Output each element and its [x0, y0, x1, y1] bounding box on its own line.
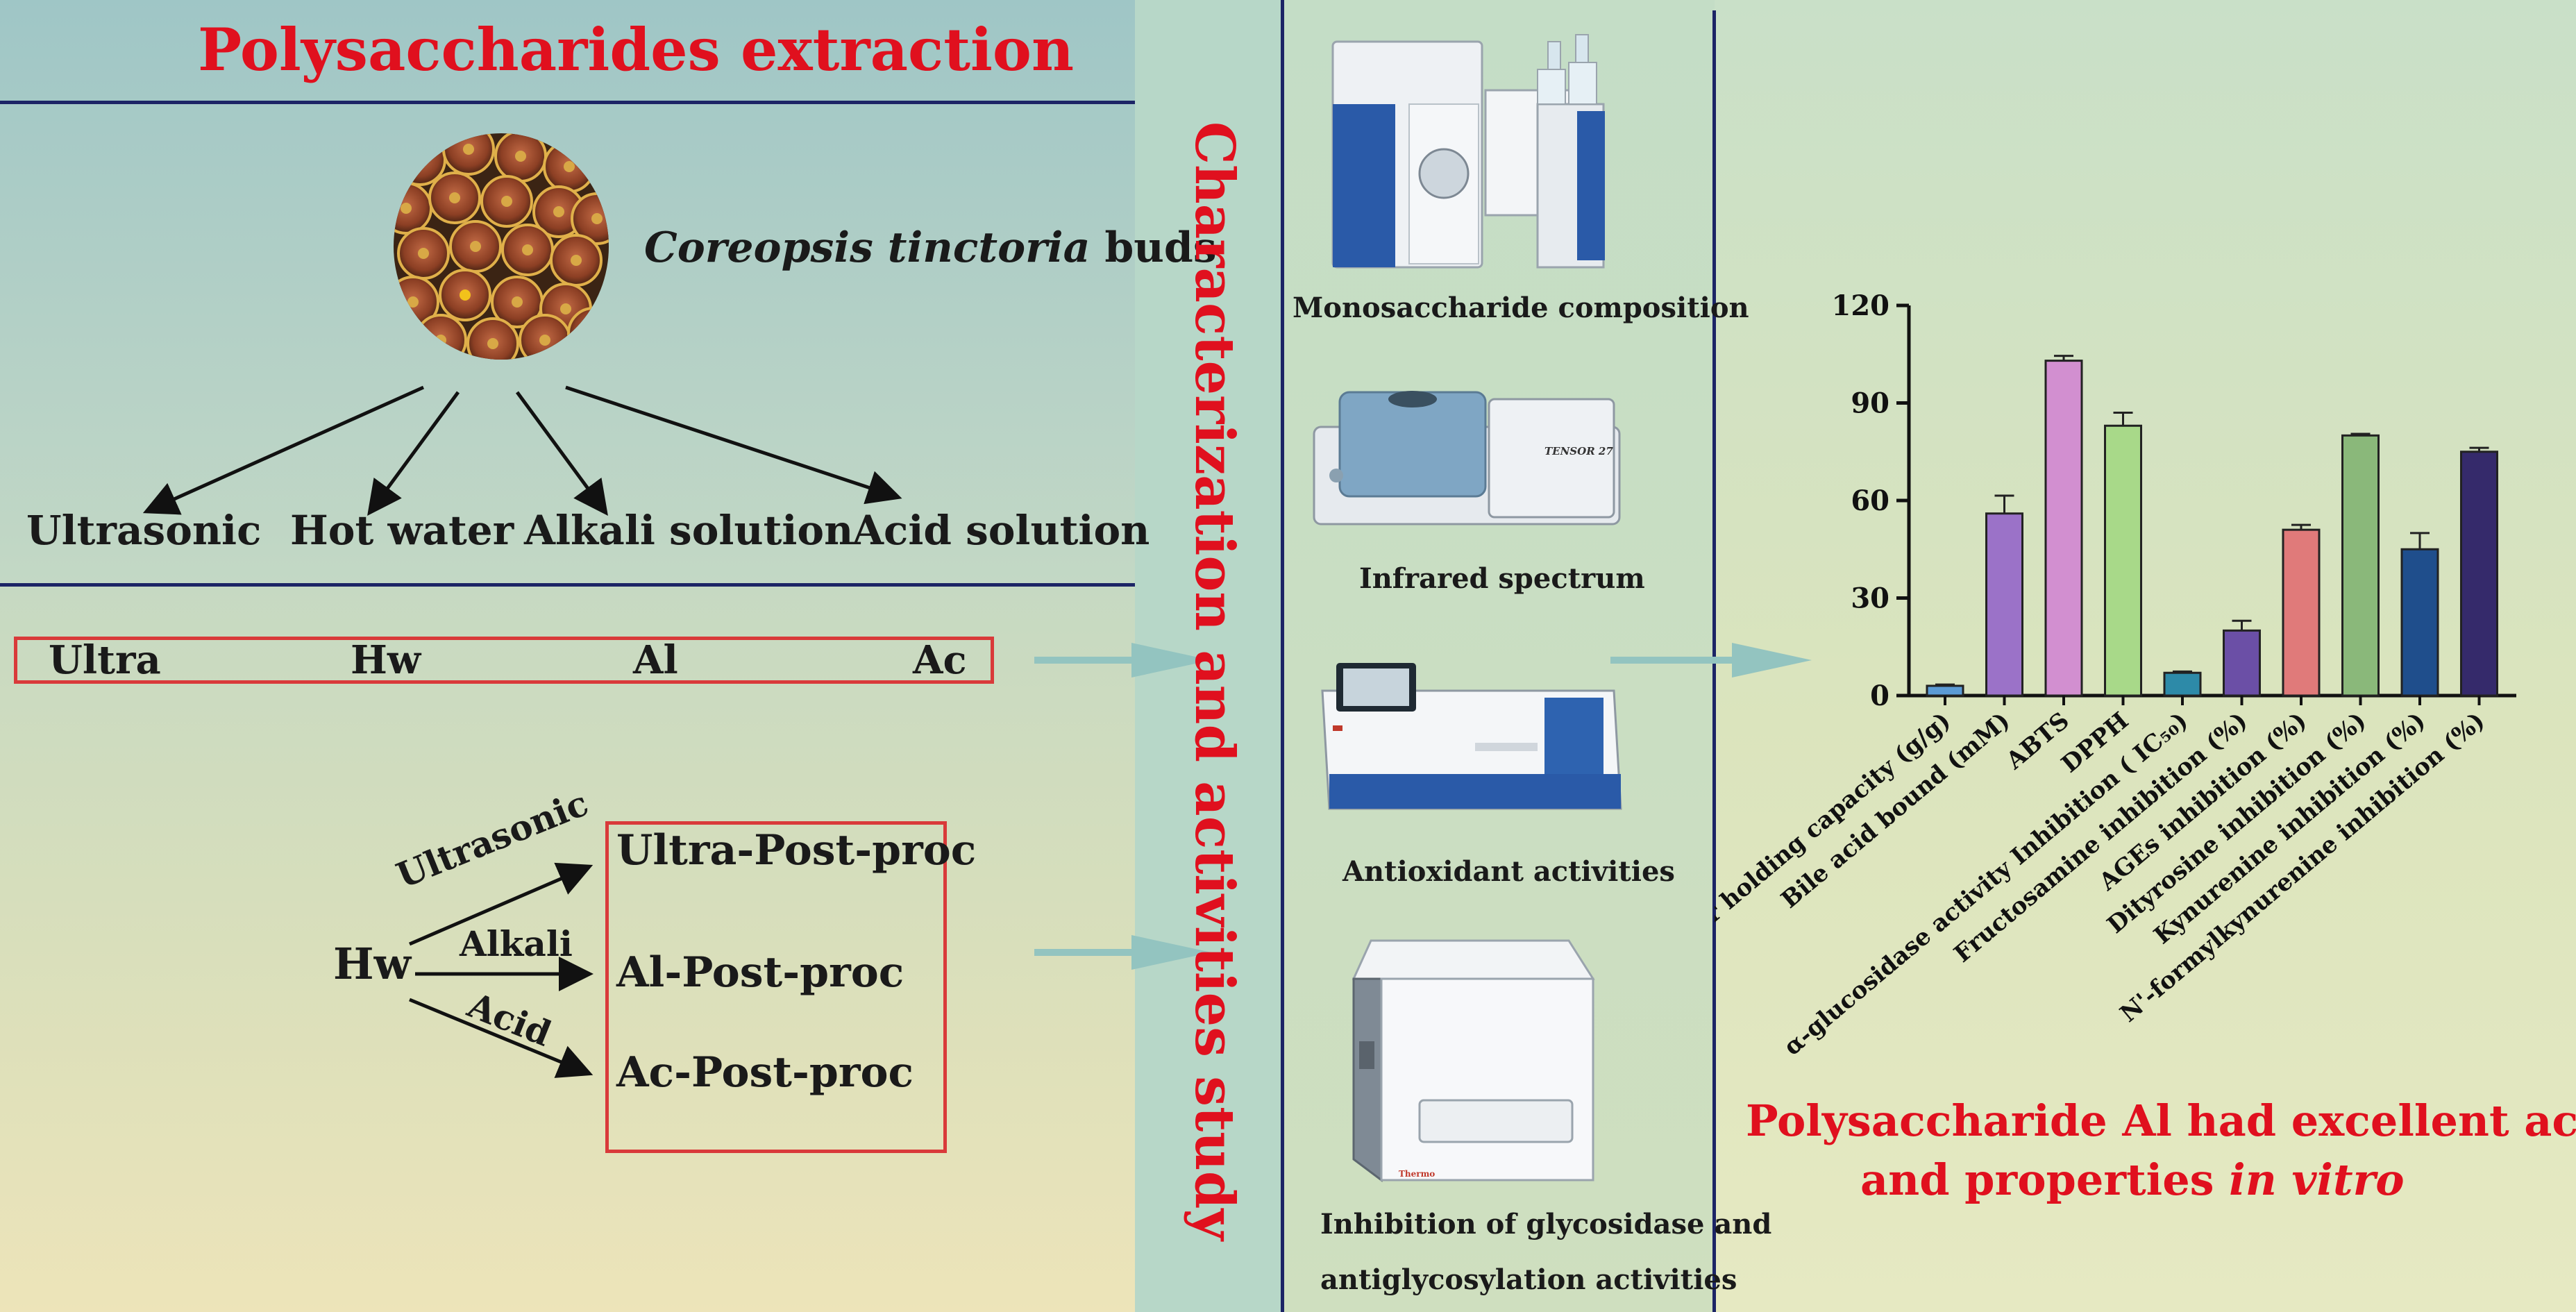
label-monosaccharide: Monosaccharide composition — [1293, 292, 1749, 324]
bud-center — [463, 144, 474, 155]
product-ultra: Ultra-Post-proc — [616, 826, 977, 875]
flow-arrows — [1034, 643, 1812, 970]
label-glycosidase-2: antiglycosylation activities — [1320, 1263, 1737, 1296]
error-bar — [2291, 523, 2311, 530]
arrow-hot-water — [367, 391, 460, 516]
bud-center — [512, 296, 523, 308]
reader-brand: Thermo — [1399, 1169, 1435, 1179]
section-divider — [0, 583, 1135, 587]
bud-center — [470, 241, 481, 252]
flow-arrow-results-head — [1732, 643, 1812, 678]
bud-center — [460, 289, 471, 301]
conclusion-line2: and properties in vitro — [1860, 1154, 2405, 1205]
arrow-post-acid — [409, 998, 594, 1078]
error-bar — [1935, 683, 1955, 686]
bud-center — [449, 192, 460, 203]
code-al: Al — [633, 637, 678, 683]
flow-arrow-results — [1610, 657, 1735, 664]
error-bar — [2469, 446, 2489, 452]
bar — [1926, 684, 1964, 697]
bud-center — [564, 161, 575, 172]
hplc-instrument-image — [1331, 34, 1605, 269]
arrow-post-ultrasonic — [409, 862, 594, 946]
y-tick-label: 120 — [1832, 289, 1890, 322]
label-glycosidase-1: Inhibition of glycosidase and — [1320, 1208, 1772, 1240]
bud-center — [407, 296, 419, 308]
y-tick-label: 30 — [1851, 582, 1889, 615]
error-bar — [2350, 432, 2371, 436]
method-acid: Acid solution — [852, 507, 1150, 554]
arrow-ultrasonic — [142, 385, 425, 515]
arrow-alkali — [515, 391, 608, 516]
code-hw: Hw — [351, 637, 421, 683]
bud-center — [418, 248, 429, 259]
post-source: Hw — [333, 939, 411, 989]
study-title: Characterization and activities study — [1183, 121, 1246, 1240]
conclusion-line1: Polysaccharide Al had excellent activity — [1746, 1095, 2576, 1146]
y-tick-label: 90 — [1851, 387, 1889, 420]
error-bar — [2113, 412, 2133, 426]
flow-arrow-codes-head — [1131, 643, 1211, 678]
extraction-arrows — [142, 385, 902, 516]
method-alkali: Alkali solution — [524, 507, 854, 554]
method-ultrasonic: Ultrasonic — [26, 507, 262, 554]
strip-divider — [1281, 0, 1284, 1312]
error-bar — [2054, 355, 2073, 361]
bar — [2460, 451, 2498, 697]
bud-center — [539, 335, 550, 346]
coreopsis-buds-photo — [394, 133, 609, 360]
bud-center — [591, 213, 603, 224]
code-ultra: Ultra — [49, 637, 161, 683]
label-infrared: Infrared spectrum — [1359, 562, 1645, 595]
label-antioxidant: Antioxidant activities — [1342, 855, 1675, 888]
code-ac: Ac — [913, 637, 967, 683]
error-bar — [2173, 670, 2192, 673]
codes-box — [14, 637, 994, 684]
conclusion-prefix: and properties — [1860, 1154, 2230, 1205]
post-products-box — [605, 821, 947, 1153]
product-ac: Ac-Post-proc — [616, 1048, 914, 1097]
bar — [2282, 528, 2321, 697]
extraction-title: Polysaccharides extraction — [198, 15, 1075, 84]
title-divider — [0, 101, 1135, 104]
ftir-brand: TENSOR 27 — [1544, 445, 1613, 457]
flow-arrow-codes — [1034, 657, 1135, 664]
bud-center — [515, 151, 526, 162]
bar — [2223, 629, 2261, 697]
conclusion-in-vitro: in vitro — [2229, 1154, 2405, 1205]
bar — [2044, 360, 2083, 697]
bud-center — [501, 196, 512, 207]
bar — [1985, 512, 2023, 697]
ftir-instrument-image: TENSOR 27 — [1313, 391, 1621, 525]
flow-arrow-post — [1034, 949, 1135, 956]
y-tick-label: 60 — [1851, 485, 1889, 517]
bud-center — [522, 244, 533, 255]
bar — [2400, 548, 2439, 697]
microplate-reader-image: Thermo — [1352, 939, 1595, 1182]
bar — [2163, 671, 2202, 697]
source-suffix: buds — [1090, 224, 1217, 272]
error-bar — [2232, 619, 2252, 631]
y-tick-label: 0 — [1870, 680, 1889, 712]
bar — [2341, 434, 2380, 697]
product-al: Al-Post-proc — [616, 948, 904, 997]
bar — [2104, 424, 2142, 697]
post-label-alkali: Alkali — [460, 923, 573, 964]
post-arrows — [409, 862, 594, 1078]
bud-center — [571, 255, 582, 266]
error-bar — [2410, 532, 2430, 550]
flow-arrow-post-head — [1131, 935, 1211, 970]
source-species: Coreopsis tinctoria — [644, 224, 1091, 272]
bud-center — [560, 303, 571, 314]
bud-center — [487, 338, 498, 349]
bud-center — [553, 206, 564, 217]
method-hot-water: Hot water — [290, 507, 514, 554]
arrow-acid — [565, 385, 902, 505]
uv-spectrophotometer-image — [1321, 663, 1622, 810]
source-label: Coreopsis tinctoria buds — [644, 224, 1217, 272]
error-bar — [1994, 494, 2014, 514]
bud-center — [401, 203, 412, 214]
